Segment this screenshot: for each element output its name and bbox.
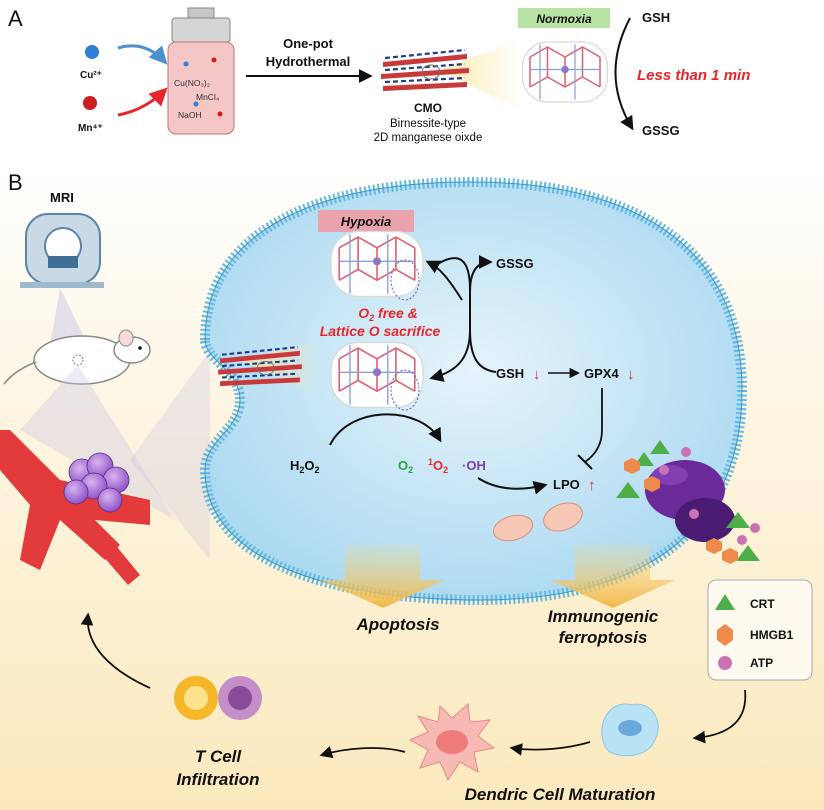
product-name: CMO <box>414 101 442 115</box>
mn-ion-icon <box>83 96 97 110</box>
panel-b-label: B <box>8 170 23 195</box>
gsh-down-arrow: ↓ <box>533 366 541 383</box>
product-desc-line1: Birnessite-type <box>390 118 466 130</box>
gsh-label-b: GSH <box>496 366 524 381</box>
panel-a-label: A <box>8 6 23 31</box>
cu-feed-arrow <box>117 44 168 65</box>
mature-dc-icon <box>408 702 496 782</box>
cu-ion-icon <box>85 45 99 59</box>
ferroptotic-cell-icon <box>645 460 735 542</box>
gssg-label-a: GSSG <box>642 123 680 138</box>
apoptosis-label: Apoptosis <box>355 615 439 634</box>
mouse-icon <box>3 329 151 385</box>
cycle-arrow-1 <box>692 689 747 744</box>
flask-label-cu-nitrate: Cu(NO₃)₂ <box>174 78 210 88</box>
legend-crt: CRT <box>750 597 775 611</box>
tcell-label-line2: Infiltration <box>176 770 259 789</box>
cycle-arrow-4 <box>80 612 151 689</box>
hypoxia-lattice-top-icon <box>330 230 424 298</box>
product-desc-line2: 2D manganese oixde <box>374 132 483 144</box>
immature-dc-icon <box>601 703 659 757</box>
singlet-oxygen-label: 1O2 <box>428 457 448 475</box>
hypoxia-badge <box>318 210 414 232</box>
t-cell-icons <box>174 676 262 720</box>
hypoxia-label: Hypoxia <box>341 214 392 229</box>
to-lattice-arrow <box>429 329 471 382</box>
mri-beam <box>50 288 88 345</box>
lattice-sacrifice-label: Lattice O sacrifice <box>320 323 441 339</box>
inhibition-bar <box>577 454 593 470</box>
flask-label-mn-chloride: MnCl₄ <box>196 92 220 102</box>
cell-zoom-beam <box>130 350 210 560</box>
normoxia-label: Normoxia <box>536 12 592 26</box>
hydrothermal-reactor-icon <box>167 7 235 135</box>
ferroptosis-label-line2: ferroptosis <box>559 628 648 647</box>
to-gssg-arrow <box>469 255 493 293</box>
gsh-to-gssg-arrow <box>614 17 634 131</box>
tcell-label-line1: T Cell <box>195 747 243 766</box>
mri-scanner-icon <box>20 213 104 288</box>
normoxia-lattice-icon <box>521 41 609 103</box>
lpo-up-arrow: ↑ <box>588 477 596 494</box>
h2o2-label: H2O2 <box>290 458 320 475</box>
lpo-label: LPO <box>553 477 580 492</box>
cycle-arrow-3 <box>319 746 406 759</box>
mitochondria-icon <box>492 502 583 542</box>
hypoxia-lattice-bottom-icon <box>330 341 424 409</box>
cycle-arrow-2 <box>509 741 591 756</box>
tumor-cell-body <box>199 176 748 606</box>
oxygen-vacancy-bottom <box>390 369 420 411</box>
ferroptosis-label-line1: Immunogenic <box>548 607 659 626</box>
tumor-icon <box>63 452 130 513</box>
mri-label: MRI <box>50 190 74 205</box>
gpx4-down-arrow: ↓ <box>627 366 635 383</box>
time-note: Less than 1 min <box>637 67 750 84</box>
o2-free-label: O2 free & <box>358 305 417 323</box>
hmgb1-legend-icon <box>717 624 733 646</box>
process-label-line1: One-pot <box>283 36 333 51</box>
atp-legend-icon <box>718 656 732 670</box>
ferroptosis-arrow <box>550 545 675 608</box>
hydroxyl-radical-label: ·OH <box>462 458 486 473</box>
mn-ion-label: Mn⁴⁺ <box>78 123 103 134</box>
mn-feed-arrow <box>117 87 168 117</box>
gssg-label-b: GSSG <box>496 256 534 271</box>
crt-legend-icon <box>715 594 735 610</box>
legend-hmgb1: HMGB1 <box>750 628 794 642</box>
h2o2-conversion-arrow <box>329 413 442 446</box>
damp-legend: CRT HMGB1 ATP <box>707 579 813 681</box>
process-label-line2: Hydrothermal <box>266 54 351 69</box>
gsh-label-a: GSH <box>642 10 670 25</box>
legend-atp: ATP <box>750 656 773 670</box>
cu-ion-label: Cu²⁺ <box>80 70 102 81</box>
ros-to-lpo-arrow <box>477 477 548 495</box>
gpx4-inhibits-lpo <box>584 388 603 463</box>
zoom-beam <box>440 40 520 110</box>
dc-maturation-label: Dendric Cell Maturation <box>465 785 656 804</box>
tumor-zoom-beam <box>20 365 175 520</box>
gpx4-label: GPX4 <box>584 366 619 381</box>
damp-particles <box>616 440 760 564</box>
o2-label: O2 <box>398 458 413 475</box>
flask-label-naoh: NaOH <box>178 110 202 120</box>
normoxia-badge <box>518 8 610 28</box>
apoptosis-arrow <box>320 545 445 608</box>
oxygen-vacancy-top <box>390 259 420 301</box>
to-hypoxia-lattice-arrow <box>425 260 463 301</box>
